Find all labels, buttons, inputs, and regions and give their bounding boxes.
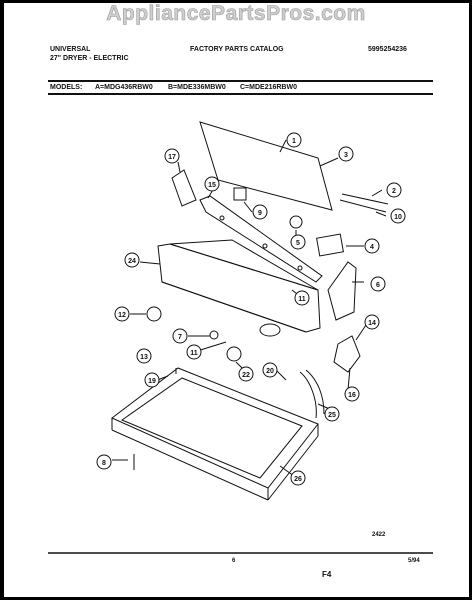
- callout-11b: 11: [186, 344, 202, 360]
- timer-box: [316, 233, 344, 257]
- catalog-page: [4, 3, 469, 597]
- svg-text:5: 5: [296, 240, 300, 247]
- callout-1: 1: [286, 132, 302, 148]
- wire-bundle: [299, 371, 317, 419]
- brand-label: UNIVERSAL: [50, 46, 91, 53]
- svg-text:1: 1: [292, 138, 296, 145]
- callout-9: 9: [252, 204, 268, 220]
- callout-3: 3: [338, 146, 354, 162]
- models-label: MODELS:: [50, 84, 83, 91]
- callout-17: 17: [164, 148, 180, 164]
- left-bracket: [171, 169, 197, 207]
- svg-text:7: 7: [178, 334, 182, 341]
- callout-2: 2: [386, 182, 402, 198]
- svg-text:10: 10: [394, 214, 402, 221]
- callout-11a: 11: [294, 290, 310, 306]
- grommet-part: [209, 330, 219, 340]
- svg-text:24: 24: [128, 258, 136, 265]
- switch-part: [233, 187, 247, 201]
- svg-text:19: 19: [148, 378, 156, 385]
- callout-26b: 26: [290, 470, 306, 486]
- header-rule-bottom: [48, 93, 433, 95]
- svg-text:15: 15: [208, 182, 216, 189]
- callout-20: 19: [144, 372, 160, 388]
- watermark: AppliancePartsPros.com: [106, 2, 366, 26]
- drawing-number: 2422: [372, 532, 386, 538]
- svg-text:26: 26: [294, 476, 302, 483]
- callout-16: 16: [344, 386, 360, 402]
- callout-15: 15: [204, 176, 220, 192]
- callout-25: 24: [124, 252, 140, 268]
- callout-26a: 25: [324, 406, 340, 422]
- svg-text:8: 8: [102, 460, 106, 467]
- model-c: C=MDE216RBW0: [240, 84, 297, 91]
- svg-text:25: 25: [328, 412, 336, 419]
- catalog-title: FACTORY PARTS CATALOG: [190, 46, 284, 53]
- callout-4: 4: [364, 238, 380, 254]
- button-part: [146, 306, 162, 322]
- callout-7: 7: [172, 328, 188, 344]
- console-top: [169, 239, 319, 291]
- model-a: A=MDG436RBW0: [95, 84, 153, 91]
- svg-text:22: 22: [242, 372, 250, 379]
- clip-part: [333, 335, 361, 373]
- callout-14: 14: [364, 314, 380, 330]
- cabinet-top: [111, 367, 319, 489]
- model-b: B=MDE336MBW0: [168, 84, 226, 91]
- product-label: 27" DRYER - ELECTRIC: [50, 55, 129, 62]
- svg-text:13: 13: [140, 354, 148, 361]
- callout-21: 20: [262, 362, 278, 378]
- svg-text:17: 17: [168, 154, 176, 161]
- callout-8: 8: [96, 454, 112, 470]
- callout-6: 6: [370, 276, 386, 292]
- svg-text:3: 3: [344, 152, 348, 159]
- back-panel: [199, 121, 333, 211]
- svg-text:2: 2: [392, 188, 396, 195]
- page-number: 6: [232, 558, 236, 564]
- svg-text:14: 14: [368, 320, 376, 327]
- catalog-number: 5995254236: [368, 46, 407, 53]
- svg-text:11: 11: [298, 296, 306, 303]
- svg-text:11: 11: [190, 350, 198, 357]
- callout-5: 5: [290, 234, 306, 250]
- svg-text:6: 6: [376, 282, 380, 289]
- callout-23: 22: [238, 366, 254, 382]
- svg-text:4: 4: [370, 244, 374, 251]
- figure-label: F4: [322, 570, 332, 579]
- callout-markers: 1 2 3 4 5 6 7 8 9 10 11 11 12 13 14 15 1…: [96, 132, 406, 486]
- svg-text:9: 9: [258, 210, 262, 217]
- callout-13: 13: [136, 348, 152, 364]
- svg-text:16: 16: [348, 392, 356, 399]
- knob-part: [289, 215, 303, 229]
- header-rule-top: [48, 80, 433, 82]
- callout-12: 12: [114, 306, 130, 322]
- callout-10: 10: [390, 208, 406, 224]
- svg-text:20: 20: [266, 368, 274, 375]
- right-end-cap: [327, 261, 357, 321]
- dial-part: [226, 346, 242, 362]
- svg-text:12: 12: [118, 312, 126, 319]
- revision-date: 5/94: [408, 558, 420, 564]
